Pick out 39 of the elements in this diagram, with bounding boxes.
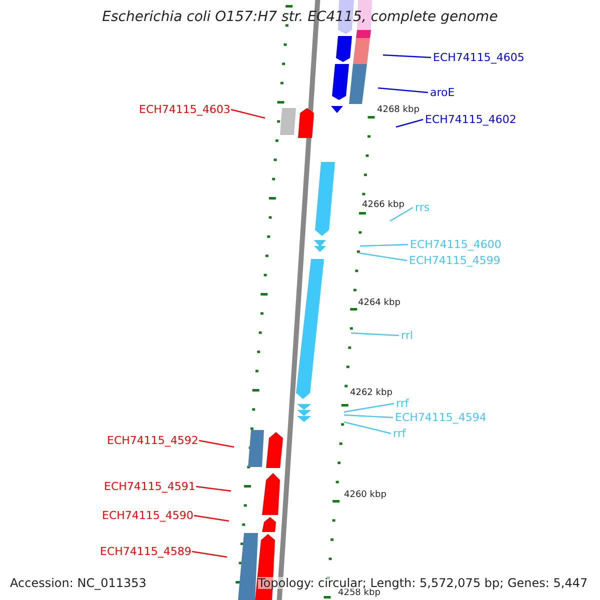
leader-line xyxy=(344,421,392,434)
gene-label: ECH74115_4592 xyxy=(107,435,198,446)
leader-line xyxy=(360,244,408,247)
gene-label: ECH74115_4603 xyxy=(139,104,230,115)
leader-line xyxy=(344,414,394,418)
scale-label: 4262 kbp xyxy=(350,389,392,398)
gene-label: rrf xyxy=(396,398,409,409)
gene-label: aroE xyxy=(430,87,455,98)
gene-label: ECH74115_4600 xyxy=(410,239,502,250)
gene-label: rrs xyxy=(415,202,430,213)
leader-line xyxy=(194,514,230,522)
scale-label: 4264 kbp xyxy=(358,299,400,308)
gene-label: rrl xyxy=(401,330,413,341)
leader-line xyxy=(196,486,232,492)
leader-line xyxy=(390,206,414,222)
leader-line xyxy=(396,118,424,128)
gene-label: ECH74115_4605 xyxy=(433,52,524,63)
gene-label: ECH74115_4591 xyxy=(104,481,196,492)
gene-label: rrf xyxy=(393,428,406,439)
gene-label: ECH74115_4589 xyxy=(100,546,192,557)
leader-line xyxy=(350,332,400,336)
leader-line xyxy=(382,54,432,58)
scale-label: 4268 kbp xyxy=(377,106,420,115)
scale-label: 4258 kbp xyxy=(338,589,380,598)
title: Escherichia coli O157:H7 str. EC4115, complete genome xyxy=(101,10,499,24)
leader-line xyxy=(230,108,266,119)
footer-text: Topology: circular; Length: 5,572,075 bp; Genes: 5,447 xyxy=(258,577,588,589)
gene-label: ECH74115_4602 xyxy=(425,114,516,125)
leader-line xyxy=(358,252,408,262)
footer-text: Accession: NC_011353 xyxy=(10,577,146,589)
scale-label: 4260 kbp xyxy=(344,491,386,500)
leader-line xyxy=(344,402,394,413)
scale-label: 4266 kbp xyxy=(362,201,404,210)
gene-label: ECH74115_4599 xyxy=(409,255,500,266)
gene-label: ECH74115_4594 xyxy=(395,412,486,423)
leader-line xyxy=(378,87,428,94)
leader-line xyxy=(198,440,234,448)
leader-line xyxy=(192,550,228,558)
gene-label: ECH74115_4590 xyxy=(102,510,194,521)
